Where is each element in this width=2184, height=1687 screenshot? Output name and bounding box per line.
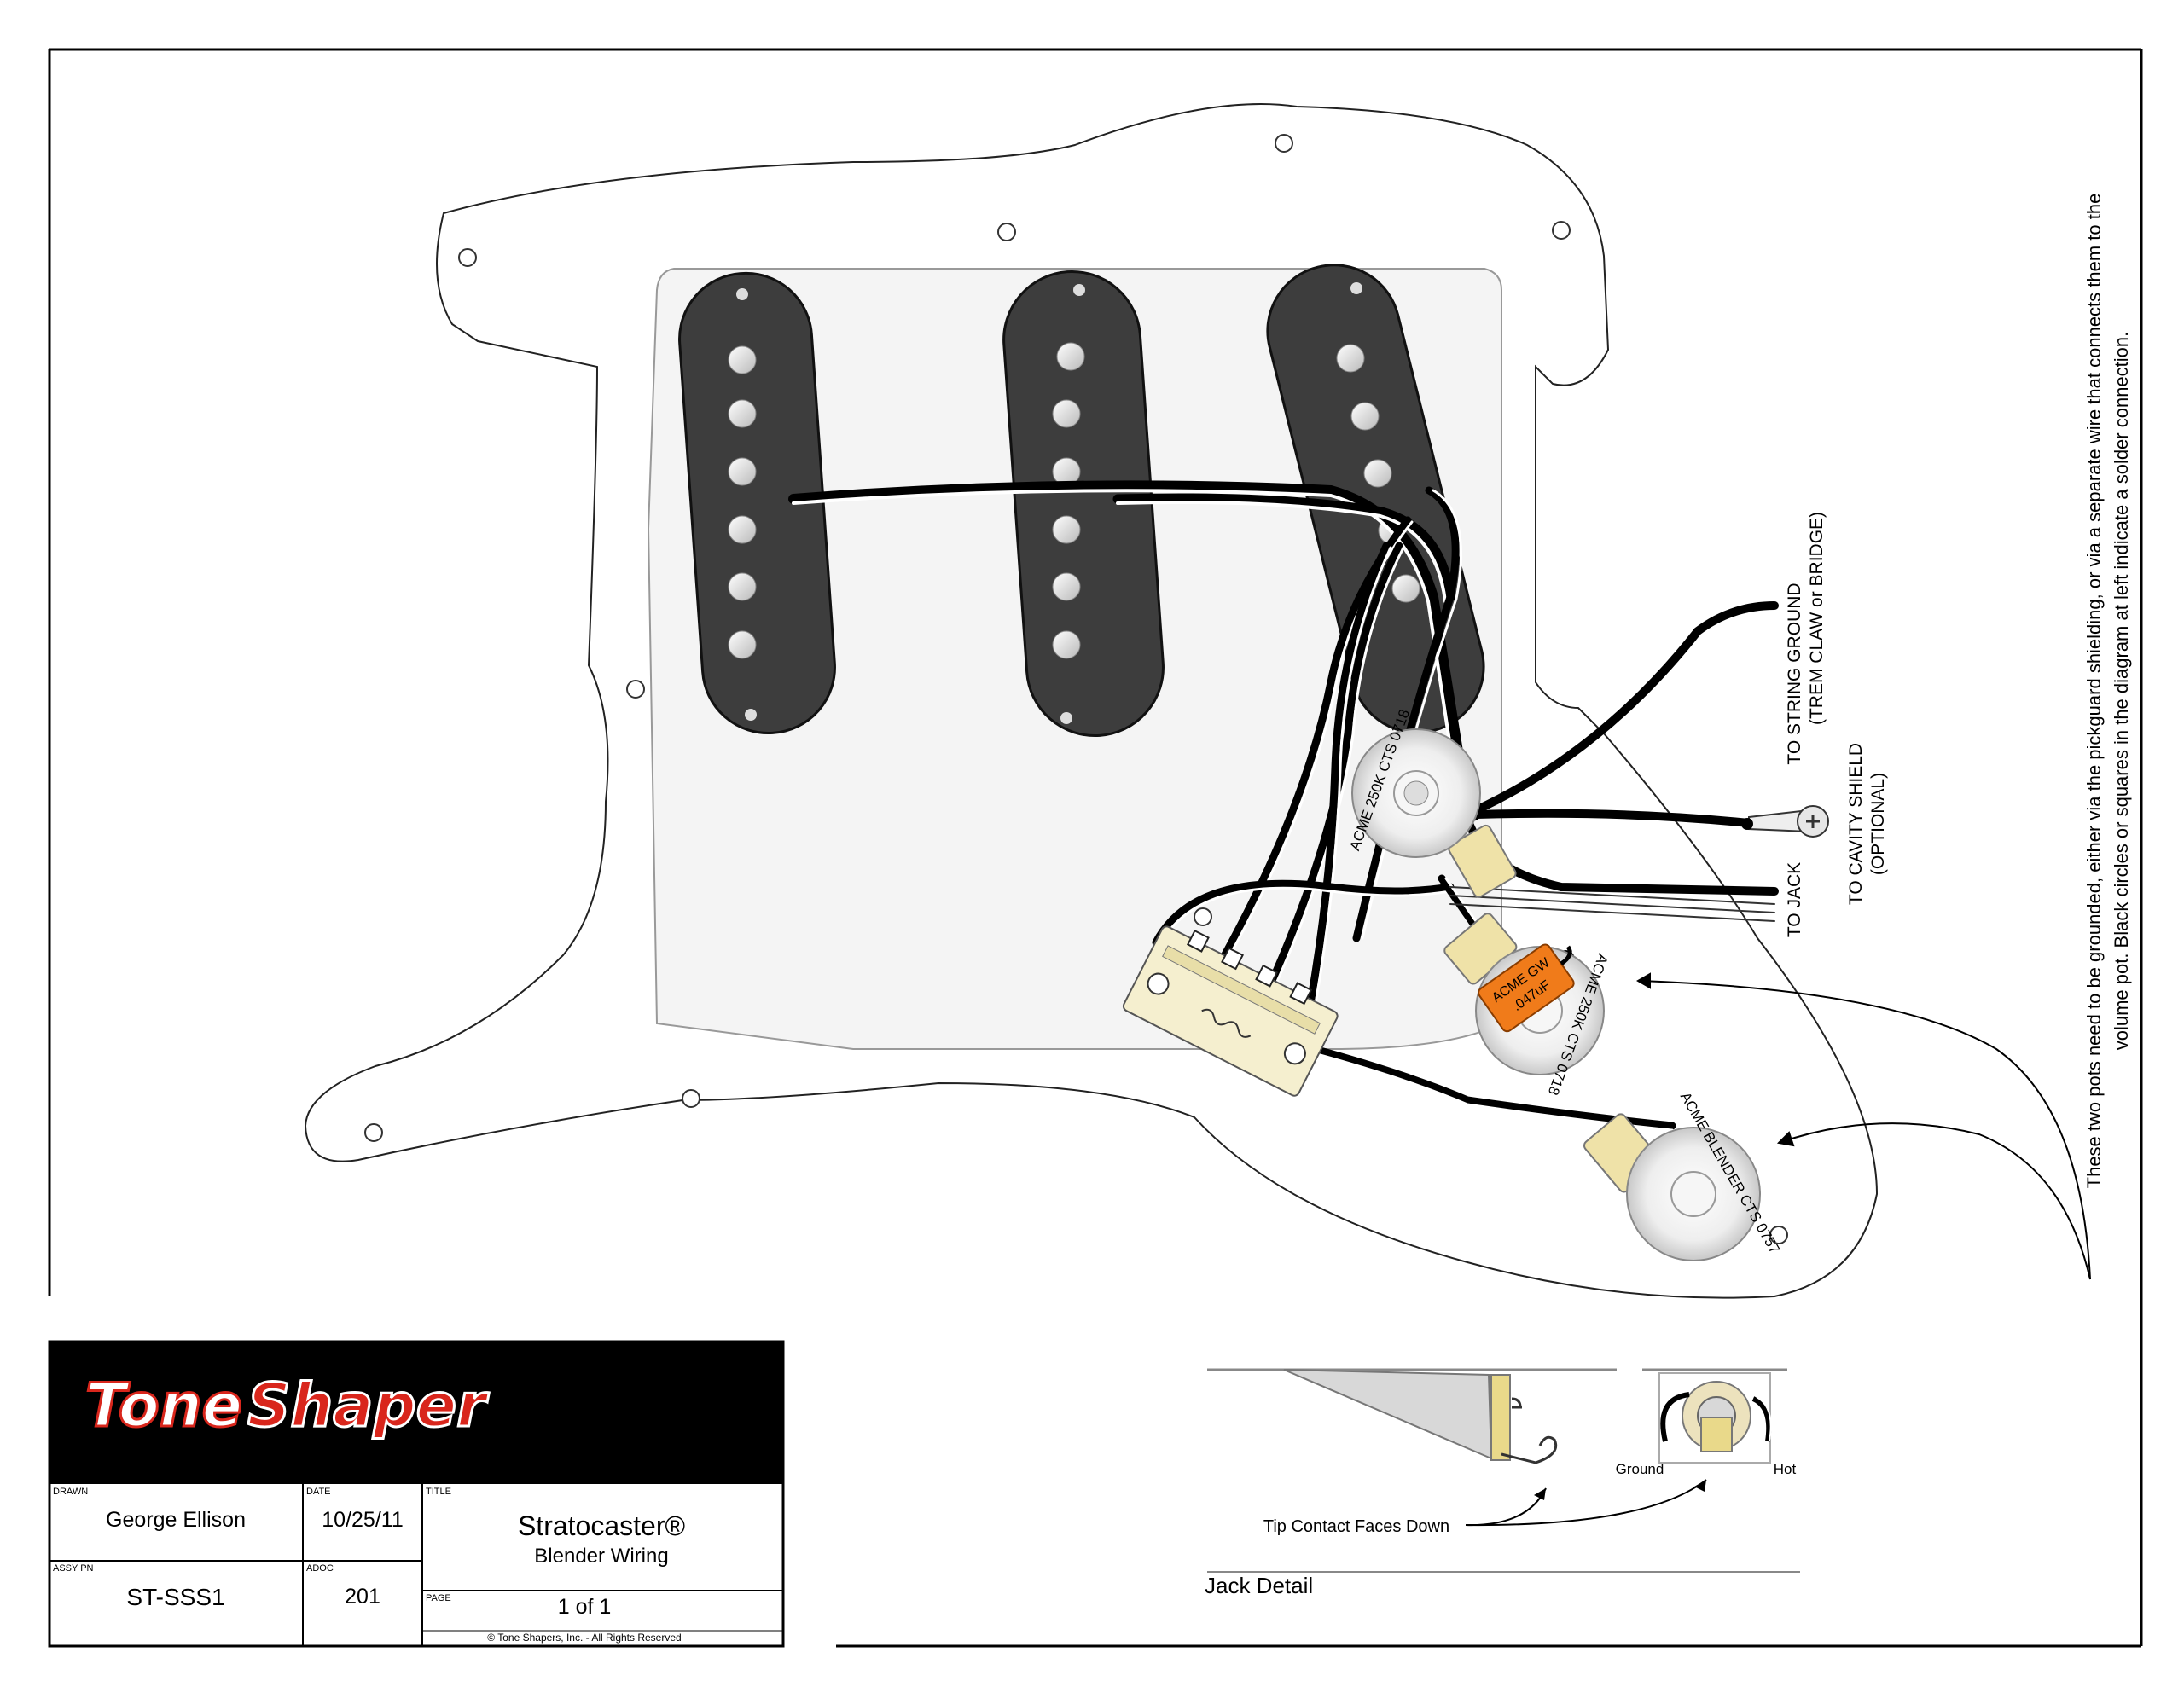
title-label: TITLE bbox=[426, 1487, 451, 1497]
string-ground-line2: (TREM CLAW or BRIDGE) bbox=[1807, 512, 1827, 725]
jack-ground-label: Ground bbox=[1616, 1461, 1664, 1477]
cavity-shield-line1: TO CAVITY SHIELD bbox=[1846, 743, 1866, 905]
cavity-shield-eyelet bbox=[1741, 805, 1829, 838]
tip-contact-caption: Tip Contact Faces Down bbox=[1263, 1517, 1449, 1536]
assy-value: ST-SSS1 bbox=[126, 1584, 224, 1610]
jack-detail bbox=[1207, 1368, 1800, 1573]
tagline: Build A Better Guitar bbox=[563, 1371, 756, 1393]
jack-detail-title: Jack Detail bbox=[1205, 1573, 1313, 1598]
to-jack-label: TO JACK bbox=[1785, 862, 1804, 937]
toneshaper-logo: Tone Shaper bbox=[84, 1370, 491, 1442]
pickguard-screw-holes bbox=[364, 134, 1788, 1244]
company-phone: 772-217-8662 bbox=[563, 1421, 664, 1439]
drawn-value: George Ellison bbox=[106, 1508, 246, 1532]
grounding-note-line2: volume pot. Black circles or squares in … bbox=[2111, 332, 2132, 1051]
neck-pickup bbox=[678, 271, 836, 735]
tone-capacitor: ACME GW .047uF bbox=[1478, 943, 1575, 1033]
assy-label: ASSY PN bbox=[53, 1563, 94, 1574]
title-block: Tone Shaper Build A Better Guitar Tone S… bbox=[48, 1340, 785, 1648]
date-value: 10/25/11 bbox=[322, 1508, 403, 1532]
title-main: Stratocaster® bbox=[518, 1510, 686, 1541]
adoc-value: 201 bbox=[345, 1585, 380, 1609]
date-label: DATE bbox=[306, 1487, 331, 1497]
adoc-label: ADOC bbox=[306, 1563, 334, 1574]
logo-word-shaper: Shaper bbox=[247, 1371, 490, 1441]
grounding-note-line1: These two pots need to be grounded, eith… bbox=[2083, 194, 2105, 1189]
copyright-line: © Tone Shapers, Inc. - All Rights Reserv… bbox=[487, 1632, 681, 1644]
title-sub: Blender Wiring bbox=[534, 1545, 668, 1568]
five-way-switch bbox=[1122, 925, 1339, 1097]
logo-word-tone: Tone bbox=[85, 1371, 242, 1441]
company-name: Tone Shapers, Inc. bbox=[563, 1399, 706, 1417]
page-value: 1 of 1 bbox=[558, 1595, 612, 1619]
annotation-arrows bbox=[1635, 972, 2091, 1280]
page-label: PAGE bbox=[426, 1593, 451, 1603]
string-ground-line1: TO STRING GROUND bbox=[1785, 583, 1804, 764]
middle-pickup bbox=[1002, 270, 1165, 738]
drawing-frame bbox=[48, 48, 2143, 1648]
jack-hot-label: Hot bbox=[1774, 1461, 1797, 1477]
drawn-label: DRAWN bbox=[53, 1487, 88, 1497]
volume-pot: ACME 250K CTS 0718 bbox=[1346, 707, 1517, 898]
company-website: www.toneshapers.com bbox=[562, 1443, 739, 1461]
cavity-shield-line2: (OPTIONAL) bbox=[1868, 773, 1888, 875]
